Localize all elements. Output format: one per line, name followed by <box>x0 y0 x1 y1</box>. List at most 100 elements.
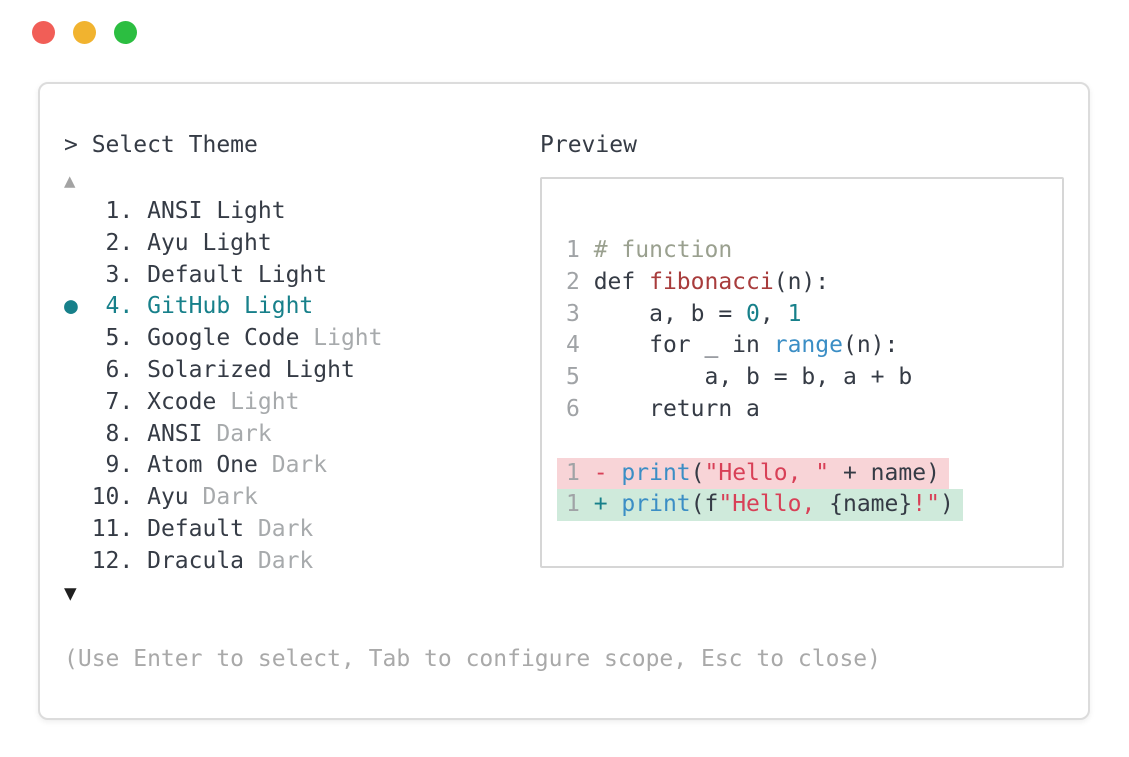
theme-variant: Light <box>257 261 328 288</box>
code-token: print <box>621 459 691 486</box>
theme-picker-window: > Select Theme ▲ 1. ANSI Light 2. Ayu Li… <box>38 82 1090 720</box>
theme-name: Google Code <box>147 325 314 352</box>
code-token: print <box>621 491 691 518</box>
theme-option-xcode-light[interactable]: 7. Xcode Light <box>64 387 383 419</box>
theme-name: GitHub <box>147 293 245 320</box>
scroll-up-icon[interactable]: ▲ <box>64 170 76 192</box>
code-token: !" <box>912 491 940 518</box>
code-token: 1 <box>787 300 802 327</box>
theme-name: Solarized <box>147 356 286 383</box>
marker-space <box>64 450 78 482</box>
theme-option-default-light[interactable]: 3. Default Light <box>64 260 383 292</box>
code-token: 2 <box>566 268 594 295</box>
preview-title: Preview <box>540 132 637 158</box>
theme-number: 3. <box>77 261 148 288</box>
code-token: 1 <box>566 237 594 263</box>
theme-name: ANSI <box>147 420 217 447</box>
traffic-light-minimize-button[interactable] <box>73 21 96 44</box>
theme-option-solarized-light[interactable]: 6. Solarized Light <box>64 355 383 387</box>
theme-number: 8. <box>77 420 148 447</box>
select-theme-prompt: > Select Theme <box>64 132 258 158</box>
marker-space <box>64 228 78 260</box>
theme-option-dracula-dark[interactable]: 12. Dracula Dark <box>64 546 383 578</box>
code-token: (n): <box>773 268 830 295</box>
code-token: a, b = <box>593 300 747 327</box>
theme-option-github-light[interactable]: ● 4. GitHub Light <box>64 291 383 323</box>
code-line: 2 def fibonacci(n): <box>566 267 963 299</box>
code-token: def <box>593 268 650 295</box>
theme-name: Ayu <box>147 229 203 256</box>
code-token: 6 <box>566 395 594 422</box>
diff-line-del: 1 - print("Hello, " + name) <box>557 457 949 490</box>
marker-space <box>64 260 78 292</box>
code-line: 1 # function <box>566 235 963 267</box>
code-line <box>566 426 963 458</box>
code-token: , <box>759 300 788 327</box>
theme-variant: Light <box>285 356 355 383</box>
marker-space <box>64 323 78 355</box>
marker-space <box>64 387 78 419</box>
theme-number: 4. <box>77 293 148 320</box>
theme-number: 12. <box>77 547 148 574</box>
theme-variant: Dark <box>257 547 314 574</box>
theme-variant: Light <box>216 198 286 224</box>
theme-option-default-dark[interactable]: 11. Default Dark <box>64 514 383 546</box>
theme-option-ansi-dark[interactable]: 8. ANSI Dark <box>64 419 383 451</box>
theme-name: ANSI <box>147 198 217 224</box>
code-token: return a <box>593 395 760 422</box>
marker-space <box>64 482 78 514</box>
code-token: 1 <box>566 491 594 518</box>
theme-name: Ayu <box>147 484 203 511</box>
traffic-light-close-button[interactable] <box>32 21 55 44</box>
code-token: + <box>593 491 622 518</box>
code-line: 4 for _ in range(n): <box>566 330 963 362</box>
code-token: range <box>773 332 843 359</box>
theme-option-ansi-light[interactable]: 1. ANSI Light <box>64 196 383 228</box>
theme-name: Default <box>147 261 258 288</box>
selected-bullet-icon: ● <box>64 293 78 320</box>
code-token: 4 <box>566 332 594 359</box>
theme-variant: Light <box>313 325 383 352</box>
theme-name: Dracula <box>147 547 258 574</box>
code-token: fibonacci <box>649 268 774 295</box>
keyboard-hints: (Use Enter to select, Tab to configure s… <box>64 646 881 672</box>
diff-line-add: 1 + print(f"Hello, {name}!") <box>557 489 963 522</box>
theme-number: 7. <box>77 388 148 415</box>
theme-variant: Light <box>230 388 300 415</box>
theme-variant: Dark <box>271 452 328 479</box>
marker-space <box>64 355 78 387</box>
theme-variant: Dark <box>257 515 314 542</box>
theme-number: 1. <box>77 198 148 224</box>
theme-number: 11. <box>77 515 148 542</box>
code-token: - <box>593 459 622 486</box>
theme-option-google-code-light[interactable]: 5. Google Code Light <box>64 323 383 355</box>
code-token: for _ in <box>593 332 774 359</box>
theme-name: Atom One <box>147 452 272 479</box>
code-line: 6 return a <box>566 394 963 426</box>
theme-number: 10. <box>77 484 148 511</box>
theme-variant: Light <box>202 229 272 256</box>
marker-space <box>64 196 78 228</box>
theme-list: 1. ANSI Light 2. Ayu Light 3. Default Li… <box>64 196 383 578</box>
code-token: 0 <box>746 300 760 327</box>
theme-name: Xcode <box>147 388 231 415</box>
code-token: {name} <box>829 491 913 518</box>
theme-variant: Dark <box>202 484 258 511</box>
theme-option-ayu-dark[interactable]: 10. Ayu Dark <box>64 482 383 514</box>
code-token: + name) <box>829 459 940 486</box>
code-token: "Hello, " <box>704 459 830 486</box>
theme-name: Default <box>147 515 258 542</box>
theme-option-ayu-light[interactable]: 2. Ayu Light <box>64 228 383 260</box>
code-token: (f <box>690 491 719 518</box>
traffic-light-maximize-button[interactable] <box>114 21 137 44</box>
theme-option-atom-one-dark[interactable]: 9. Atom One Dark <box>64 450 383 482</box>
code-token: 1 <box>566 459 594 486</box>
code-token: 3 <box>566 300 594 327</box>
scroll-down-icon[interactable]: ▼ <box>64 581 77 605</box>
theme-number: 6. <box>77 356 148 383</box>
code-token: a, b = b, a + b <box>593 364 913 391</box>
code-line: 3 a, b = 0, 1 <box>566 299 963 331</box>
code-token: # function <box>593 237 733 263</box>
